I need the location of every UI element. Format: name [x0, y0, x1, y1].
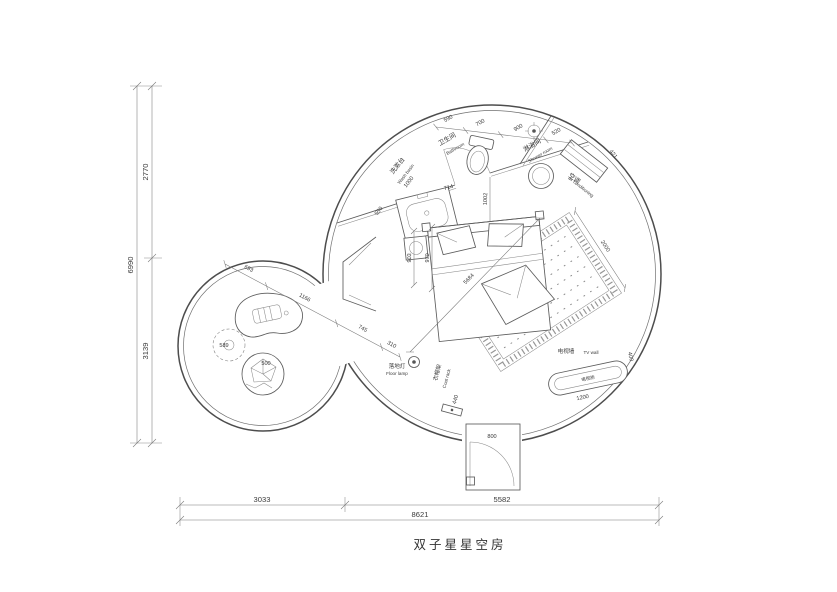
dim-590: 590: [443, 114, 454, 124]
toilet: [466, 135, 495, 175]
dim-440: 440: [452, 394, 460, 405]
dim-left-total: 6990: [126, 257, 135, 274]
kidney-desk: [234, 292, 303, 338]
dim-589: 589: [219, 343, 228, 349]
dim-900: 900: [513, 123, 524, 133]
label-floor-lamp-en: Floor lamp: [386, 371, 408, 376]
round-stool: [212, 328, 246, 362]
shower-head-icon: [525, 122, 543, 140]
dim-970: 970: [425, 253, 431, 263]
label-coat-rack-en: Coat rack: [442, 368, 452, 389]
dim-1166: 1166: [298, 293, 311, 304]
dim-2000: 2000: [599, 240, 611, 254]
dim-bottom-total: 8621: [412, 510, 429, 519]
bathroom-door-swing: [443, 147, 491, 185]
door-hinge-block: [466, 476, 475, 486]
dim-714: 714: [443, 184, 454, 192]
label-shower-cn: 淋浴间: [521, 136, 542, 153]
dim-400: 400: [626, 352, 634, 362]
dim-1002: 1002: [483, 193, 489, 206]
dim-800: 800: [487, 434, 496, 440]
entry-door: 800: [465, 423, 521, 491]
pillow-right: [487, 223, 524, 247]
left-dimension-lines: 2770 3139 6990: [126, 81, 162, 448]
dim-745: 745: [357, 324, 368, 334]
label-bathroom-cn: 卫生间: [436, 130, 457, 147]
tv-cabinet-label: 电视柜: [581, 374, 596, 384]
nightstand: [403, 235, 429, 261]
floor-lamp-symbol: [408, 356, 420, 368]
small-room-furniture: [212, 292, 303, 396]
dim-1200: 1200: [576, 394, 589, 402]
dim-903: 903: [407, 253, 413, 263]
bean-bag: [241, 352, 285, 396]
ac-unit: [559, 139, 609, 183]
label-tv-wall-en: TV wall: [583, 350, 598, 355]
label-floor-lamp-cn: 落地灯: [389, 362, 406, 370]
round-side-table: [528, 163, 554, 189]
dim-550: 550: [374, 206, 384, 217]
passage-funnel: [342, 236, 377, 312]
dim-693: 693: [243, 264, 254, 274]
dim-310: 310: [386, 340, 397, 350]
shower-partition: [519, 115, 552, 165]
pillow-left: [436, 225, 477, 256]
dim-left-upper: 2770: [141, 164, 150, 181]
interior-dimensions: 590 700 900 520 421 1000 714 550 1002 90…: [219, 114, 634, 405]
drawing-title: 双子星星空房: [413, 537, 506, 552]
dim-bottom-left: 3033: [254, 495, 271, 504]
bottom-dimension-lines: 3033 5582 8621: [175, 495, 664, 526]
bed: [421, 210, 556, 343]
tv-cabinet: 电视柜: [548, 360, 628, 396]
dim-left-lower: 3139: [141, 343, 150, 360]
coat-rack-symbol: [440, 403, 464, 417]
dim-500: 500: [261, 361, 270, 367]
label-coat-rack-cn: 衣帽架: [431, 363, 443, 382]
dim-700: 700: [475, 118, 486, 128]
dim-bottom-right: 5582: [494, 495, 511, 504]
entry-opening: [462, 419, 522, 493]
label-tv-wall-cn: 电视墙: [558, 347, 575, 355]
dim-421: 421: [608, 149, 618, 160]
dim-520: 520: [551, 127, 562, 137]
